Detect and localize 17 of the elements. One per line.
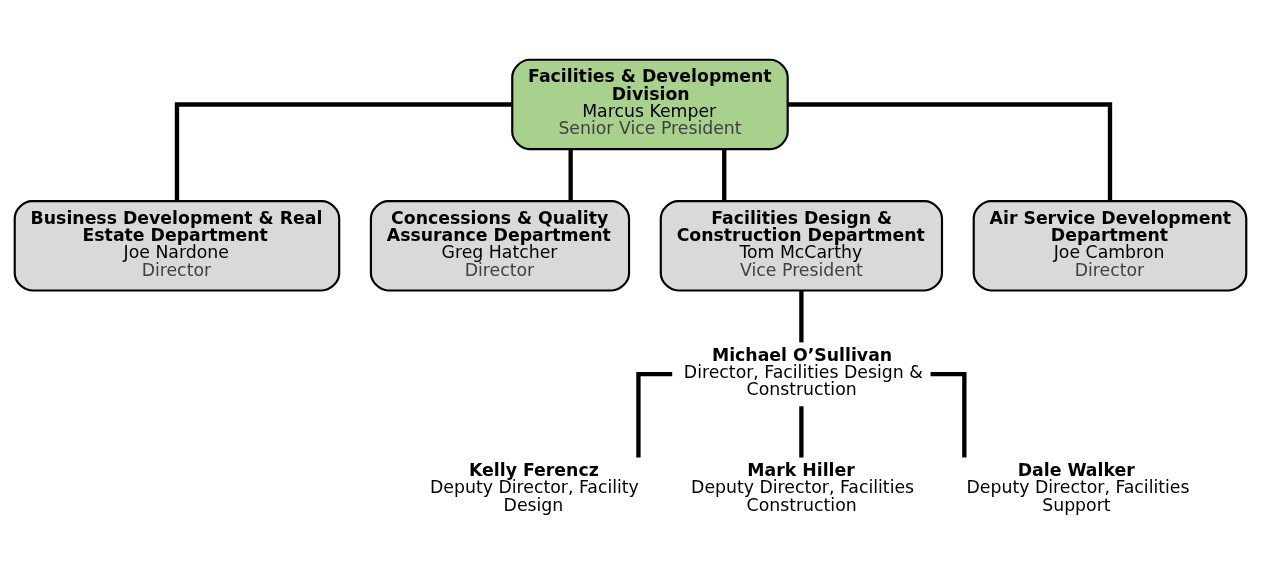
node-text: Michael O’Sullivan Director, Facilities Design & Construction: [683, 344, 923, 400]
node-text: Dale Walker Deputy Director, Facilities Support: [966, 459, 1190, 515]
connector: [636, 371, 673, 458]
connector: [568, 149, 573, 201]
connector: [930, 371, 967, 458]
connector: [788, 102, 1113, 202]
node-box: Facilities & Development Division Marcus Kemper Senior Vice President: [511, 58, 789, 151]
node-box: Business Development & Real Estate Department Joe Nardone Director: [13, 200, 341, 292]
connector: [722, 149, 727, 201]
node-box: Air Service Development Department Joe Cambron Director: [972, 200, 1248, 292]
connector: [174, 102, 512, 202]
node-text: Mark Hiller Deputy Director, Facilities Construction: [691, 459, 915, 515]
connector: [799, 290, 804, 343]
connector: [799, 406, 804, 458]
node-box: Concessions & Quality Assurance Department Greg Hatcher Director: [369, 200, 631, 292]
node-box: Facilities Design & Construction Department Tom McCarthy Vice President: [659, 200, 944, 292]
node-text: Kelly Ferencz Deputy Director, Facility Design: [430, 459, 639, 515]
